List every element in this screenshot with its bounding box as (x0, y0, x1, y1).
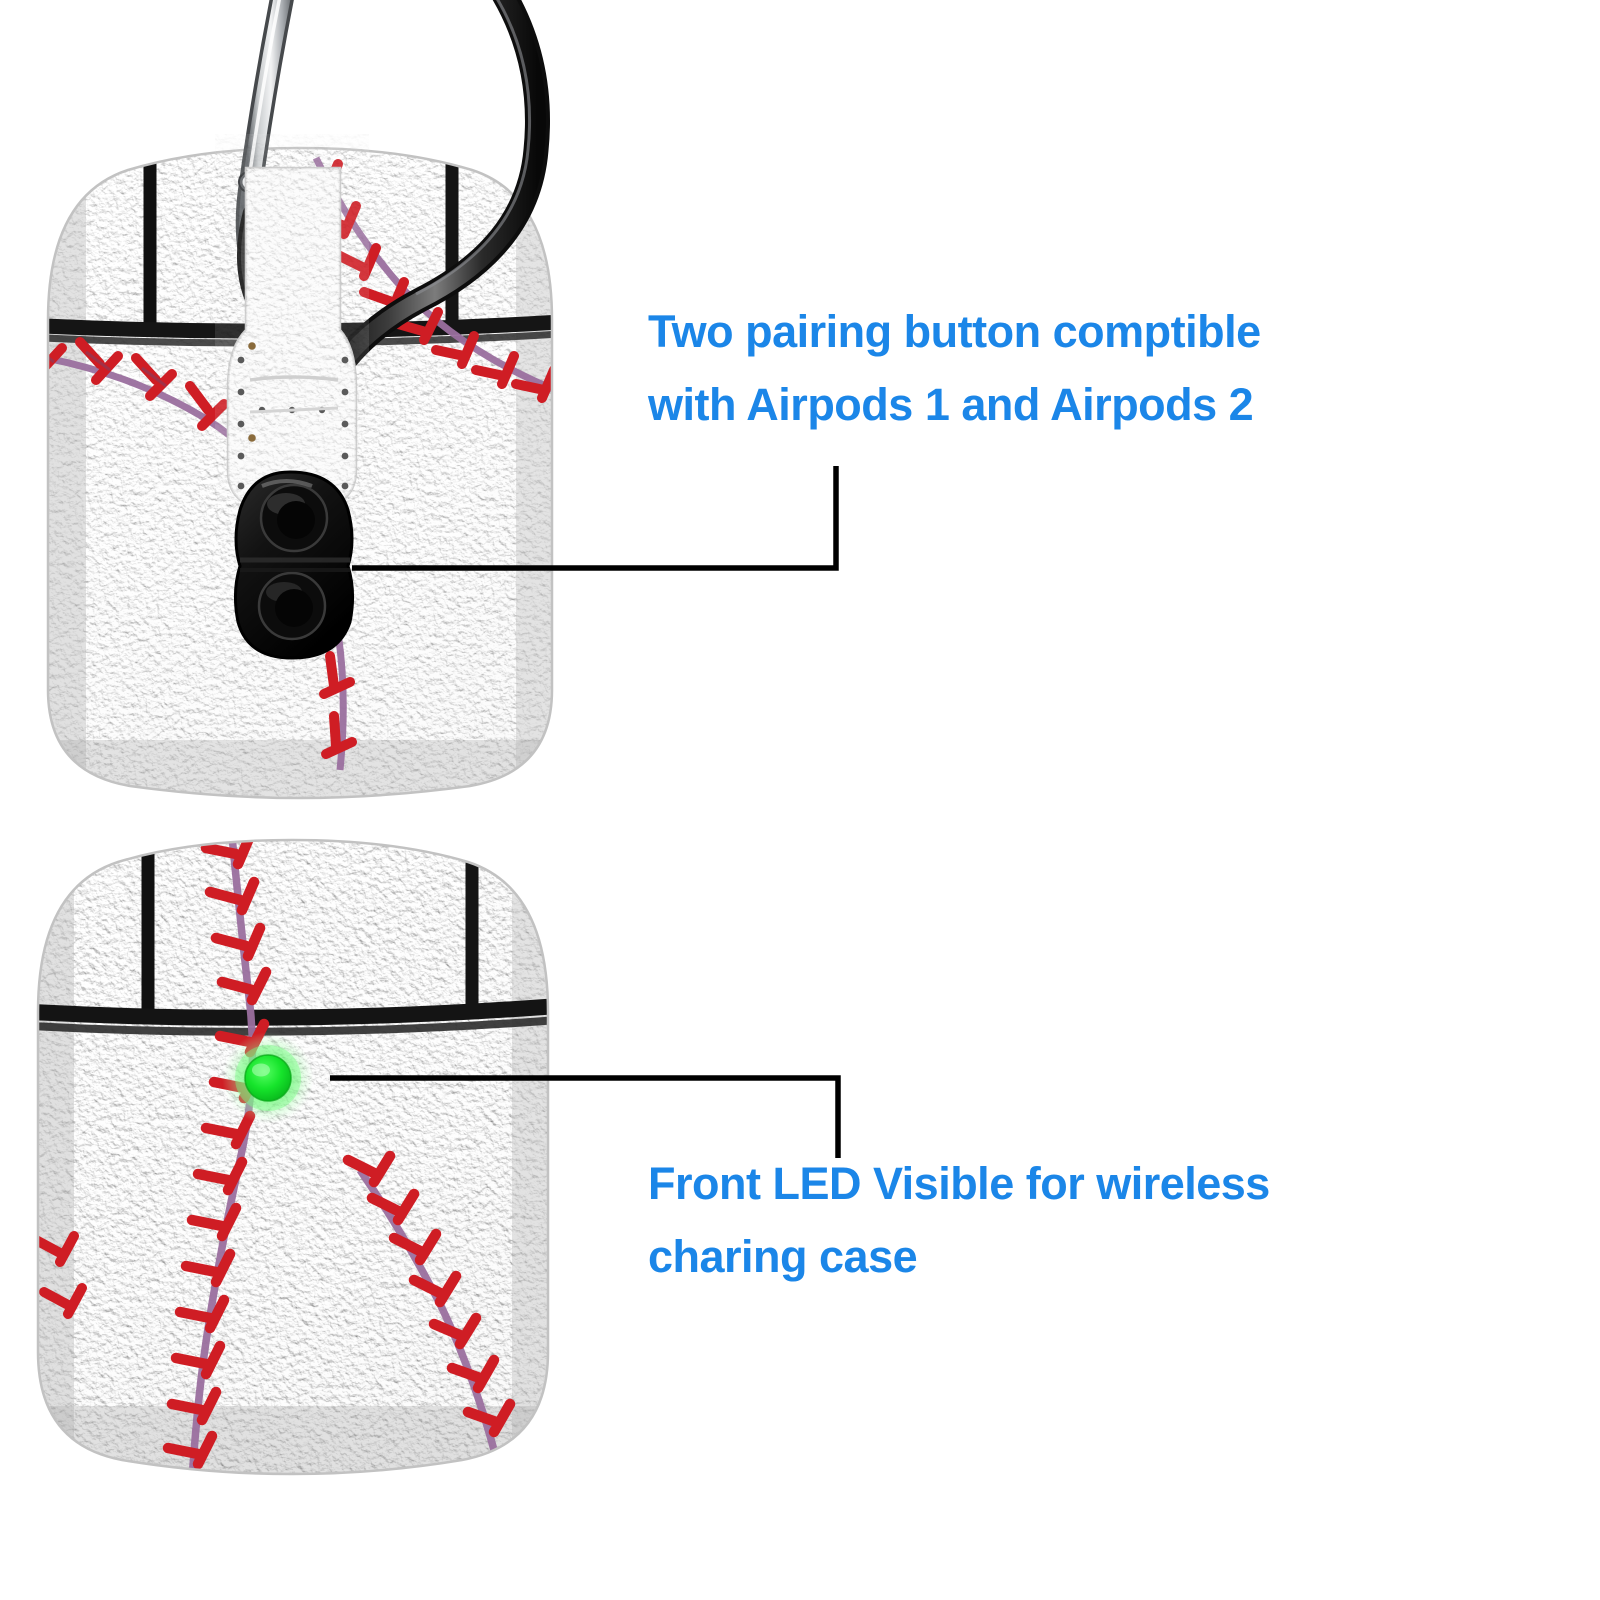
callout-led-line-2: charing case (648, 1230, 918, 1282)
callout-pairing-line-1: Two pairing button comptible (648, 306, 1261, 357)
front-led-indicator (222, 1032, 314, 1124)
dual-pairing-button[interactable] (233, 470, 355, 660)
case-outline-bottom (36, 838, 550, 1476)
product-image-case-with-carabiner (0, 0, 620, 800)
case-body-bottom (38, 840, 548, 1474)
callout-led-line-1: Front LED Visible for wireless (648, 1158, 1270, 1209)
case-outline-top (46, 146, 554, 800)
baseball-stitch-left-bottom (38, 1231, 87, 1319)
leather-strap-flap (226, 166, 358, 508)
callout-pairing-button: Two pairing button comptible with Airpod… (648, 296, 1261, 442)
baseball-stitch-right-bottom (342, 1150, 516, 1451)
product-image-case-front-led (0, 830, 620, 1490)
callout-front-led: Front LED Visible for wireless charing c… (648, 1148, 1270, 1294)
callout-pairing-line-2: with Airpods 1 and Airpods 2 (648, 378, 1254, 430)
